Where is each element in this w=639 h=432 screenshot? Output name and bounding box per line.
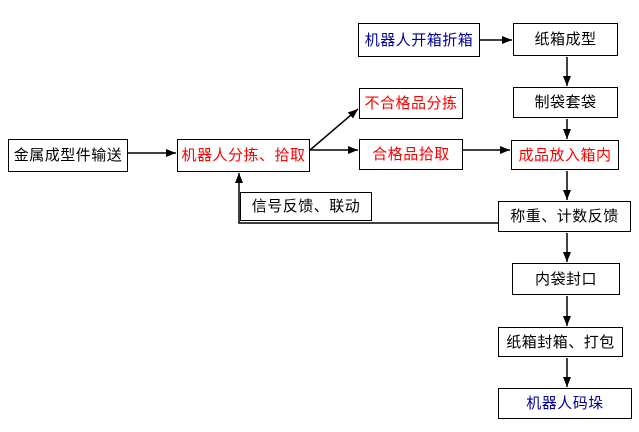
node-product-into-box: 成品放入箱内	[511, 140, 619, 170]
node-bag-making-bagging: 制袋套袋	[513, 87, 618, 118]
node-reject-sorting: 不合格品分拣	[359, 88, 463, 119]
node-metal-forming-feed: 金属成型件输送	[8, 139, 128, 172]
node-weighing-count-feedback: 称重、计数反馈	[498, 201, 631, 232]
node-robot-sort-pick: 机器人分拣、拾取	[177, 139, 310, 172]
node-robot-open-fold-box: 机器人开箱折箱	[358, 23, 480, 57]
node-signal-feedback-linkage: 信号反馈、联动	[240, 192, 372, 221]
node-robot-palletizing: 机器人码垛	[498, 388, 632, 419]
node-carton-sealing-packing: 纸箱封箱、打包	[498, 327, 623, 357]
node-inner-bag-sealing: 内袋封口	[512, 263, 620, 295]
node-qualified-pick: 合格品拾取	[359, 139, 463, 170]
edge-weighing-feedback-to-sort	[235, 173, 498, 224]
edge-sort-to-reject	[309, 108, 359, 151]
edges-group	[128, 36, 571, 387]
node-carton-forming: 纸箱成型	[513, 23, 618, 56]
